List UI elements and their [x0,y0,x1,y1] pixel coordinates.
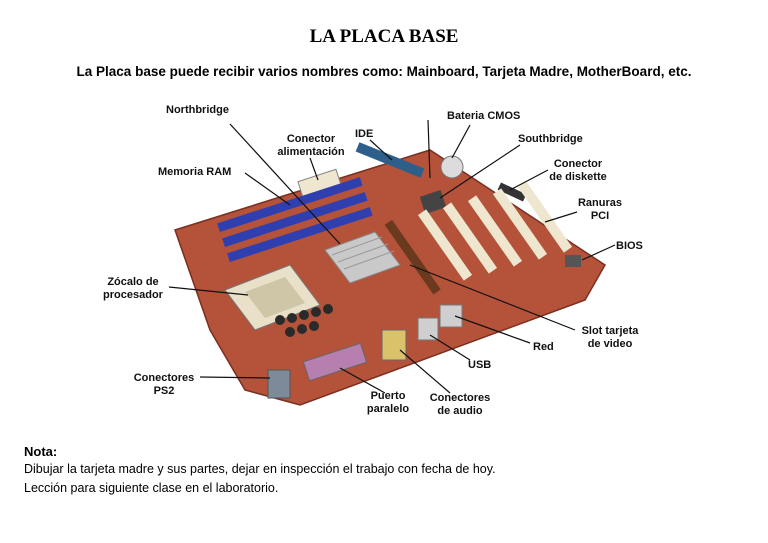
capacitors [275,304,333,337]
floppy-connector [497,182,527,202]
page-subtitle: La Placa base puede recibir varios nombr… [76,64,692,79]
label-southbridge: Southbridge [518,133,583,145]
label-ide: IDE [355,128,374,140]
cpu-socket [224,264,321,331]
usb-ports [417,317,439,341]
nota-line-2: Lección para siguiente clase en el labor… [24,481,279,495]
nota-heading: Nota: [24,444,58,459]
southbridge-chip [419,190,447,214]
network-port [439,304,463,328]
label-memoria-ram: Memoria RAM [158,166,232,178]
label-bios: BIOS [616,240,643,252]
northbridge-heatsink [324,231,401,284]
rear-io [267,304,463,399]
label-usb: USB [468,359,492,371]
pci-slots [417,181,573,281]
page-title: LA PLACA BASE [309,26,459,47]
motherboard-pcb [174,149,607,406]
parallel-port [302,342,368,382]
agp-slot [384,219,441,295]
ps2-ports [267,369,291,399]
label-northbridge: Northbridge [166,104,229,116]
label-bateria-cmos: Bateria CMOS [447,110,521,122]
bios-chip [565,255,581,267]
ide-connector [355,142,425,178]
nota-line-1: Dibujar la tarjeta madre y sus partes, d… [24,462,496,476]
cmos-battery [440,155,464,179]
audio-ports [381,329,407,361]
label-red: Red [533,341,554,353]
